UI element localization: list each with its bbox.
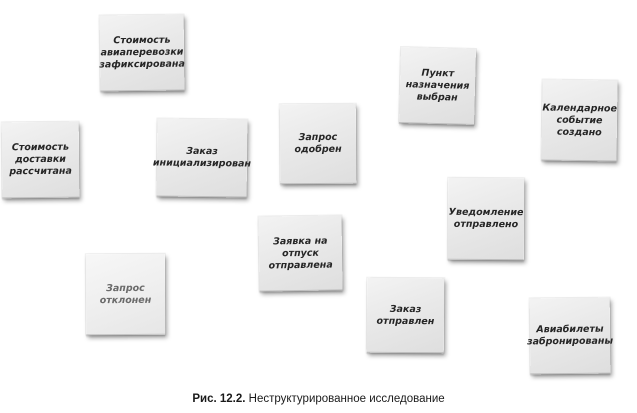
note-label: Стоимость доставки рассчитана <box>9 141 72 178</box>
sticky-note-calendar-event-created: Календарное событие создано <box>541 79 618 162</box>
sticky-note-airfare-fixed: Стоимость авиаперевозки зафиксирована <box>99 14 185 92</box>
note-label: Календарное событие создано <box>542 101 618 138</box>
figure-number: Рис. 12.2. <box>192 393 246 405</box>
note-label: Авиабилеты забронированы <box>527 323 614 348</box>
note-label: Стоимость авиаперевозки зафиксирована <box>99 34 185 71</box>
figure-title: Неструктурированное исследование <box>248 393 445 405</box>
note-label: Заявка на отпуск отправлена <box>268 235 333 271</box>
note-label: Запрос отклонен <box>99 282 152 306</box>
note-label: Заказ отправлен <box>376 303 435 327</box>
sticky-note-delivery-cost-calculated: Стоимость доставки рассчитана <box>1 121 80 199</box>
sticky-note-request-approved: Запрос одобрен <box>279 103 357 185</box>
note-label: Пункт назначения выбран <box>405 67 470 104</box>
note-label: Заказ инициализирован <box>152 145 252 170</box>
sticky-note-order-initialized: Заказ инициализирован <box>153 118 251 198</box>
sticky-note-leave-request-sent: Заявка на отпуск отправлена <box>258 215 343 292</box>
sticky-note-request-rejected: Запрос отклонен <box>85 253 166 336</box>
sticky-note-tickets-booked: Авиабилеты забронированы <box>527 297 614 375</box>
sticky-note-destination-chosen: Пункт назначения выбран <box>399 47 476 125</box>
figure-caption: Рис. 12.2. Неструктурированное исследова… <box>0 393 637 405</box>
sticky-note-order-sent: Заказ отправлен <box>366 277 445 354</box>
sticky-note-notification-sent: Уведомление отправлено <box>447 177 525 261</box>
note-label: Уведомление отправлено <box>448 206 524 231</box>
note-label: Запрос одобрен <box>294 131 342 156</box>
